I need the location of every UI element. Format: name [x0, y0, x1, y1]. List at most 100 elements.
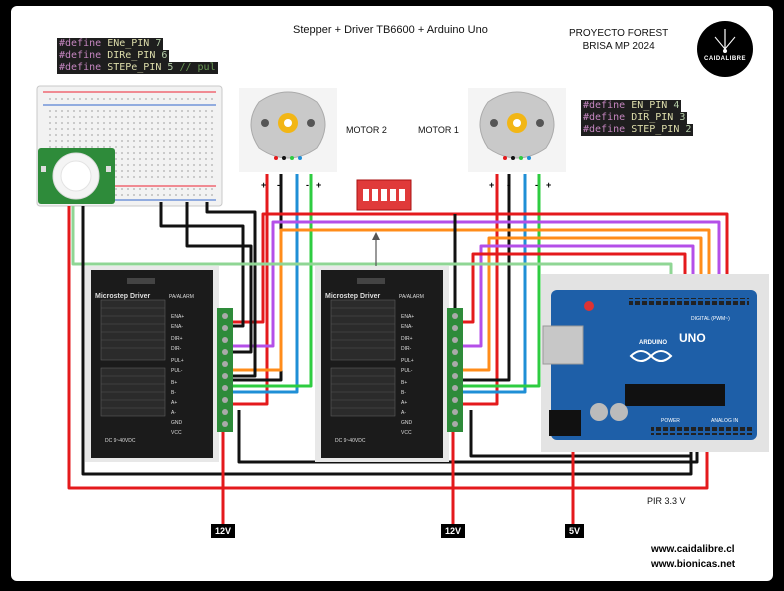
code-block-left: #define ENe_PIN 7 #define DIRe_PIN 6 #de…	[57, 38, 218, 74]
wires	[67, 174, 729, 526]
dr-vcc: VCC	[401, 430, 412, 436]
code-kw: #define	[59, 50, 102, 61]
motor-1	[468, 88, 566, 172]
dl-ena-plus: ENA+	[171, 314, 184, 320]
dl-ena-minus: ENA-	[171, 324, 183, 330]
dl-pul-minus: PUL-	[171, 368, 183, 374]
wire-gnd-3	[469, 410, 691, 458]
code-left-line-0: #define ENe_PIN 7	[57, 38, 164, 50]
driver-right-labels: Microstep Driver PA/ALARM ENA+ ENA- DIR+…	[325, 293, 424, 444]
driver-left-alarm: PA/ALARM	[169, 294, 194, 300]
dip-switch	[356, 179, 412, 211]
wire-m2-red	[231, 174, 269, 406]
dr-a-plus: A+	[401, 400, 407, 406]
diagram-title: Stepper + Driver TB6600 + Arduino Uno	[293, 24, 488, 36]
wire-gnd-loop	[81, 206, 693, 476]
badge-5v: 5V	[565, 524, 585, 538]
logo-mark-icon	[714, 29, 736, 53]
wire-m2-blue	[231, 174, 299, 394]
dr-gnd: GND	[401, 420, 413, 426]
caidalibre-logo: CAIDALIBRE	[697, 21, 753, 77]
dr-pul-minus: PUL-	[401, 368, 413, 374]
wire-dir	[231, 220, 721, 348]
dr-pul-plus: PUL+	[401, 358, 414, 364]
dl-dir-minus: DIR-	[171, 346, 182, 352]
dr-voltage-spec: DC 9~40VDC	[335, 438, 366, 444]
dl-gnd: GND	[171, 420, 183, 426]
project-line-2: BRISA MP 2024	[582, 41, 655, 52]
wire-m1-red	[461, 174, 499, 406]
wire-vcc-loop	[67, 206, 709, 490]
code-name: ENe_PIN	[107, 38, 150, 49]
dl-dir-plus: DIR+	[171, 336, 183, 342]
dl-b-plus: B+	[171, 380, 177, 386]
code-num: 2	[685, 124, 692, 135]
wire-bb-2	[185, 202, 253, 354]
dr-ena-plus: ENA+	[401, 314, 414, 320]
code-comment: // pul	[179, 62, 216, 73]
wire-step	[231, 228, 711, 372]
m1-pin-3: +	[546, 180, 551, 190]
driver-right-alarm: PA/ALARM	[399, 294, 424, 300]
dr-dir-minus: DIR-	[401, 346, 412, 352]
code-kw: #define	[583, 100, 626, 111]
code-num: 6	[161, 50, 168, 61]
code-name: STEP_PIN	[631, 124, 680, 135]
code-name: DIRe_PIN	[107, 50, 156, 61]
m1-pin-1: -	[507, 180, 510, 190]
driver-right	[315, 266, 463, 462]
motor-pin-labels: + - - + + - - +	[261, 180, 551, 190]
website-bionicas[interactable]: www.bionicas.net	[651, 559, 736, 570]
driver-left-title: Microstep Driver	[95, 293, 151, 300]
wire-bb-1	[159, 202, 245, 328]
arduino-labels: DIGITAL (PWM~) ARDUINO UNO POWER ANALOG …	[639, 316, 739, 424]
wire-en-m1	[461, 252, 687, 324]
wire-m1-black	[461, 174, 511, 382]
m2-pin-2: -	[306, 180, 309, 190]
dl-voltage-spec: DC 9~40VDC	[105, 438, 136, 444]
m1-pin-2: -	[535, 180, 538, 190]
code-right-line-2: #define STEP_PIN 2	[581, 124, 694, 136]
code-num: 3	[679, 112, 686, 123]
code-right-line-1: #define DIR_PIN 3	[581, 112, 688, 124]
arduino-model: UNO	[679, 331, 706, 345]
m2-pin-0: +	[261, 180, 266, 190]
motor-2	[239, 88, 337, 172]
m1-pin-0: +	[489, 180, 494, 190]
code-num: 5	[167, 62, 174, 73]
code-kw: #define	[59, 38, 102, 49]
arduino-brand: ARDUINO	[639, 340, 667, 346]
dl-a-plus: A+	[171, 400, 177, 406]
wire-m1-blue	[461, 174, 527, 394]
arduino-analog-label: ANALOG IN	[711, 418, 739, 424]
badge-12v-right: 12V	[441, 524, 466, 538]
badge-12v-left: 12V	[211, 524, 236, 538]
code-name: EN_PIN	[631, 100, 668, 111]
motor-2-label: MOTOR 2	[346, 125, 387, 135]
pir-sensor	[38, 148, 115, 204]
project-title: PROYECTO FOREST BRISA MP 2024	[569, 27, 668, 53]
website-caidalibre[interactable]: www.caidalibre.cl	[651, 544, 735, 555]
m2-pin-1: -	[277, 180, 280, 190]
logo-text: CAIDALIBRE	[704, 56, 746, 62]
arduino-uno	[541, 274, 769, 452]
dl-pul-plus: PUL+	[171, 358, 184, 364]
motor-1-label: MOTOR 1	[418, 125, 459, 135]
arduino-power-label: POWER	[661, 418, 680, 424]
wiring-diagram: + - - + + - - + Microstep Driver PA/ALAR…	[36, 85, 769, 526]
dr-b-minus: B-	[401, 390, 406, 396]
dl-b-minus: B-	[171, 390, 176, 396]
code-kw: #define	[583, 112, 626, 123]
dl-vcc: VCC	[171, 430, 182, 436]
driver-right-title: Microstep Driver	[325, 293, 381, 300]
code-num: 4	[673, 100, 680, 111]
wire-dir-m1	[461, 244, 695, 348]
m2-pin-3: +	[316, 180, 321, 190]
code-kw: #define	[59, 62, 102, 73]
dr-b-plus: B+	[401, 380, 407, 386]
code-left-line-2: #define STEPe_PIN 5 // pul	[57, 62, 218, 74]
wire-m2-green	[231, 174, 313, 388]
code-left-line-1: #define DIRe_PIN 6	[57, 50, 170, 62]
arduino-digital-label: DIGITAL (PWM~)	[691, 316, 730, 322]
project-line-1: PROYECTO FOREST	[569, 28, 669, 39]
